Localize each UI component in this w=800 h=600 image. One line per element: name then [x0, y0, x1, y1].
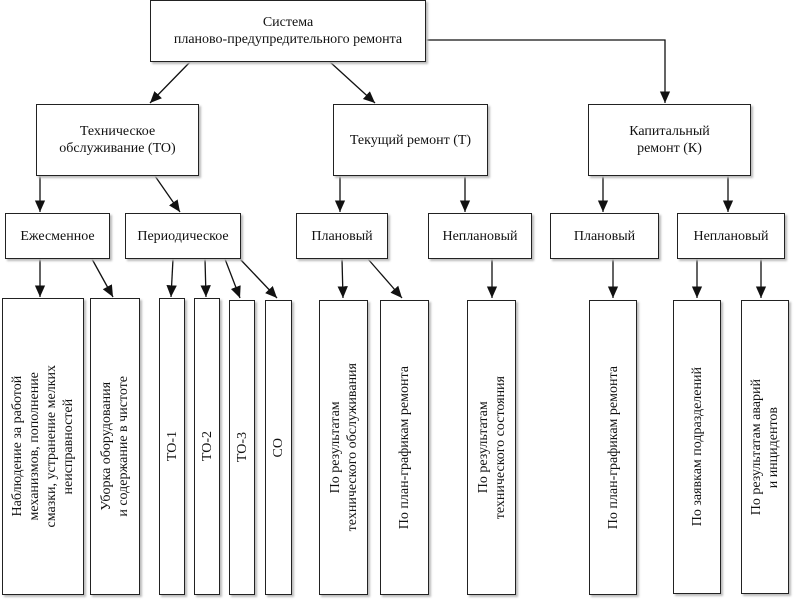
arrow-connector	[200, 258, 211, 298]
l2-label: Неплановый	[442, 228, 518, 244]
arrow-connector	[337, 258, 348, 299]
l3-label: По заявкам подразделений	[689, 367, 705, 527]
l2-box: Плановый	[550, 213, 659, 259]
l3-box: ТО-1	[159, 298, 185, 595]
l3-label: ТО-1	[164, 431, 180, 462]
l2-label: Неплановый	[693, 228, 769, 244]
l2-box: Неплановый	[428, 213, 532, 259]
l2-label: Плановый	[311, 228, 373, 244]
l3-box: По план-графикам ремонта	[380, 300, 429, 595]
l3-label: Уборка оборудования и содержание в чисто…	[99, 376, 131, 517]
arrow-connector	[426, 39, 671, 103]
arrow-connector	[149, 61, 191, 104]
k-box: Капитальный ремонт (К)	[588, 104, 751, 176]
l2-box: Плановый	[296, 213, 388, 259]
t-label: Текущий ремонт (Т)	[349, 132, 472, 148]
l2-box: Периодическое	[125, 213, 241, 259]
to-label: Техническое обслуживание (ТО)	[59, 124, 176, 156]
arrow-connector	[224, 258, 241, 299]
l3-label: По результатам технического обслуживания	[327, 363, 360, 532]
l3-label: По результатам технического состояния	[475, 375, 508, 520]
l3-label: По результатам аварий и инцидентов	[749, 378, 781, 516]
l3-label: ТО-3	[234, 432, 250, 463]
root-title: Система планово-предупредительного ремон…	[173, 15, 403, 47]
arrow-connector	[91, 258, 114, 298]
l3-label: По план-графикам ремонта	[605, 365, 621, 530]
l3-box: ТО-2	[194, 298, 220, 595]
l3-box: Уборка оборудования и содержание в чисто…	[90, 298, 140, 595]
root-box: Система планово-предупредительного ремон…	[150, 0, 426, 62]
arrow-connector	[239, 258, 278, 299]
l2-label: Плановый	[573, 228, 636, 244]
arrow-connector	[367, 258, 403, 299]
l3-box: СО	[265, 300, 292, 595]
l3-label: По план-графикам ремонта	[397, 365, 412, 530]
l3-box: По результатам технического состояния	[467, 300, 516, 595]
k-label: Капитальный ремонт (К)	[629, 124, 710, 156]
l3-label: Наблюдение за работой механизмов, пополн…	[10, 365, 76, 528]
l2-label: Ежесменное	[20, 228, 95, 244]
l3-box: Наблюдение за работой механизмов, пополн…	[2, 298, 84, 595]
l3-box: По результатам аварий и инцидентов	[741, 300, 789, 594]
to-box: Техническое обслуживание (ТО)	[36, 104, 199, 176]
l2-box: Неплановый	[677, 213, 785, 259]
arrow-connector	[329, 61, 376, 104]
arrow-connector	[166, 258, 177, 298]
l2-label: Периодическое	[137, 228, 229, 244]
l3-box: По результатам технического обслуживания	[319, 300, 368, 595]
l3-box: По заявкам подразделений	[673, 300, 721, 594]
t-box: Текущий ремонт (Т)	[333, 104, 488, 176]
l2-box: Ежесменное	[5, 213, 110, 259]
arrow-connector	[154, 175, 181, 213]
l3-label: СО	[271, 437, 286, 458]
l3-box: ТО-3	[229, 300, 255, 595]
l3-label: ТО-2	[199, 431, 215, 462]
l3-box: По план-графикам ремонта	[589, 300, 637, 595]
